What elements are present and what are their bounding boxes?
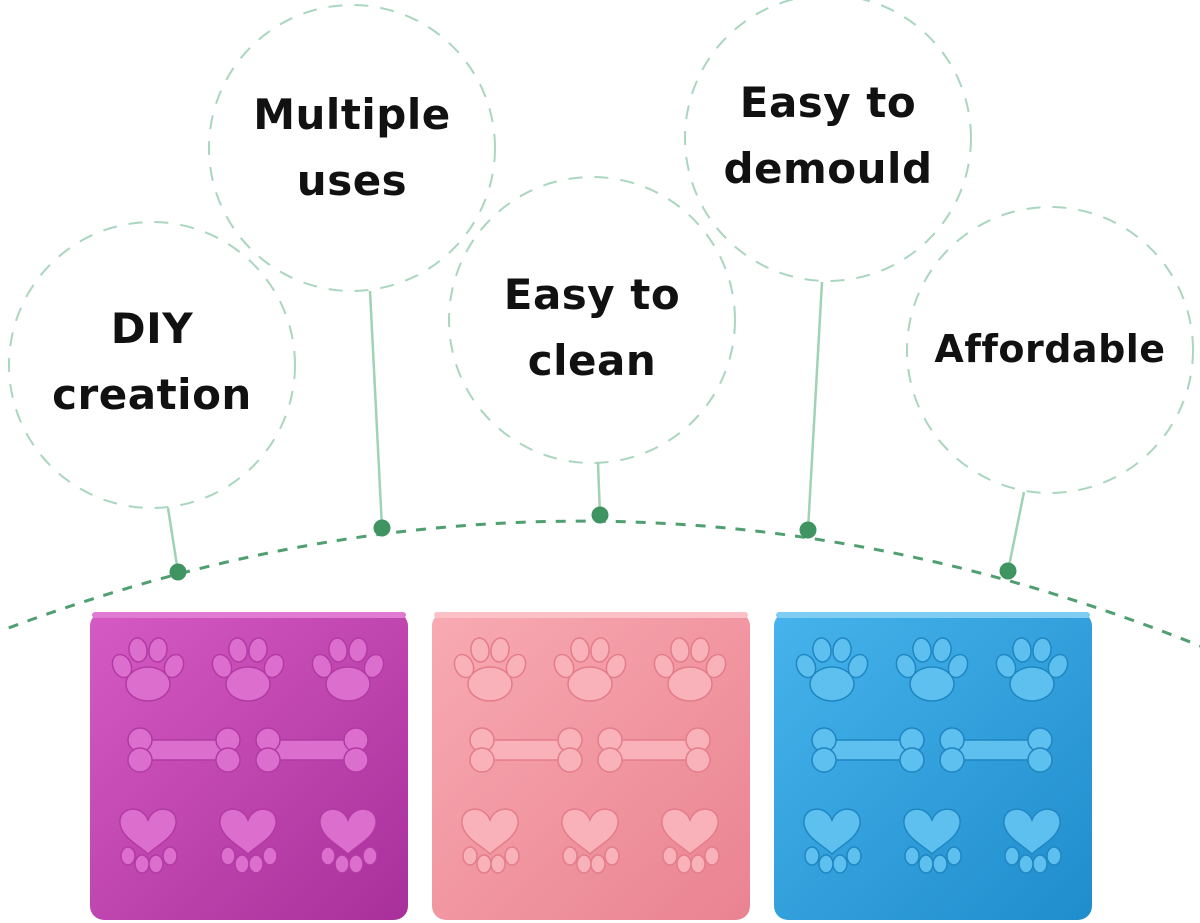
diy-connector <box>166 507 180 573</box>
feature-easy-to-clean: Easy to clean <box>452 262 732 394</box>
demould-connector <box>806 281 824 531</box>
clean-line-2: clean <box>527 336 657 385</box>
diy-line-2: creation <box>52 370 252 419</box>
multiple-line-1: Multiple <box>253 90 451 139</box>
affordable-circle-outline <box>906 206 1194 494</box>
diy-dot <box>169 563 187 581</box>
multiple-connector <box>368 290 384 529</box>
affordable-dot <box>999 562 1017 580</box>
multiple-dot <box>373 519 391 537</box>
affordable-connector <box>1006 491 1026 572</box>
clean-circle-outline <box>448 176 736 464</box>
demould-circle-outline <box>684 0 972 282</box>
feature-affordable: Affordable <box>912 316 1188 382</box>
demould-dot <box>799 521 817 539</box>
blue-tray <box>774 612 1092 920</box>
affordable-line-1: Affordable <box>934 327 1166 371</box>
feature-easy-to-demould: Easy to demould <box>688 70 968 202</box>
feature-multiple-uses: Multiple uses <box>212 82 492 214</box>
diy-circle-outline <box>8 221 296 509</box>
purple-tray <box>90 612 408 920</box>
pink-tray <box>432 612 750 920</box>
multiple-circle-outline <box>208 4 496 292</box>
multiple-line-2: uses <box>296 156 408 205</box>
demould-line-1: Easy to <box>739 78 917 127</box>
feature-diy: DIY creation <box>22 296 282 428</box>
clean-line-1: Easy to <box>503 270 681 319</box>
clean-dot <box>591 506 609 524</box>
diy-line-1: DIY <box>110 304 194 353</box>
clean-connector <box>596 462 602 516</box>
demould-line-2: demould <box>723 144 933 193</box>
